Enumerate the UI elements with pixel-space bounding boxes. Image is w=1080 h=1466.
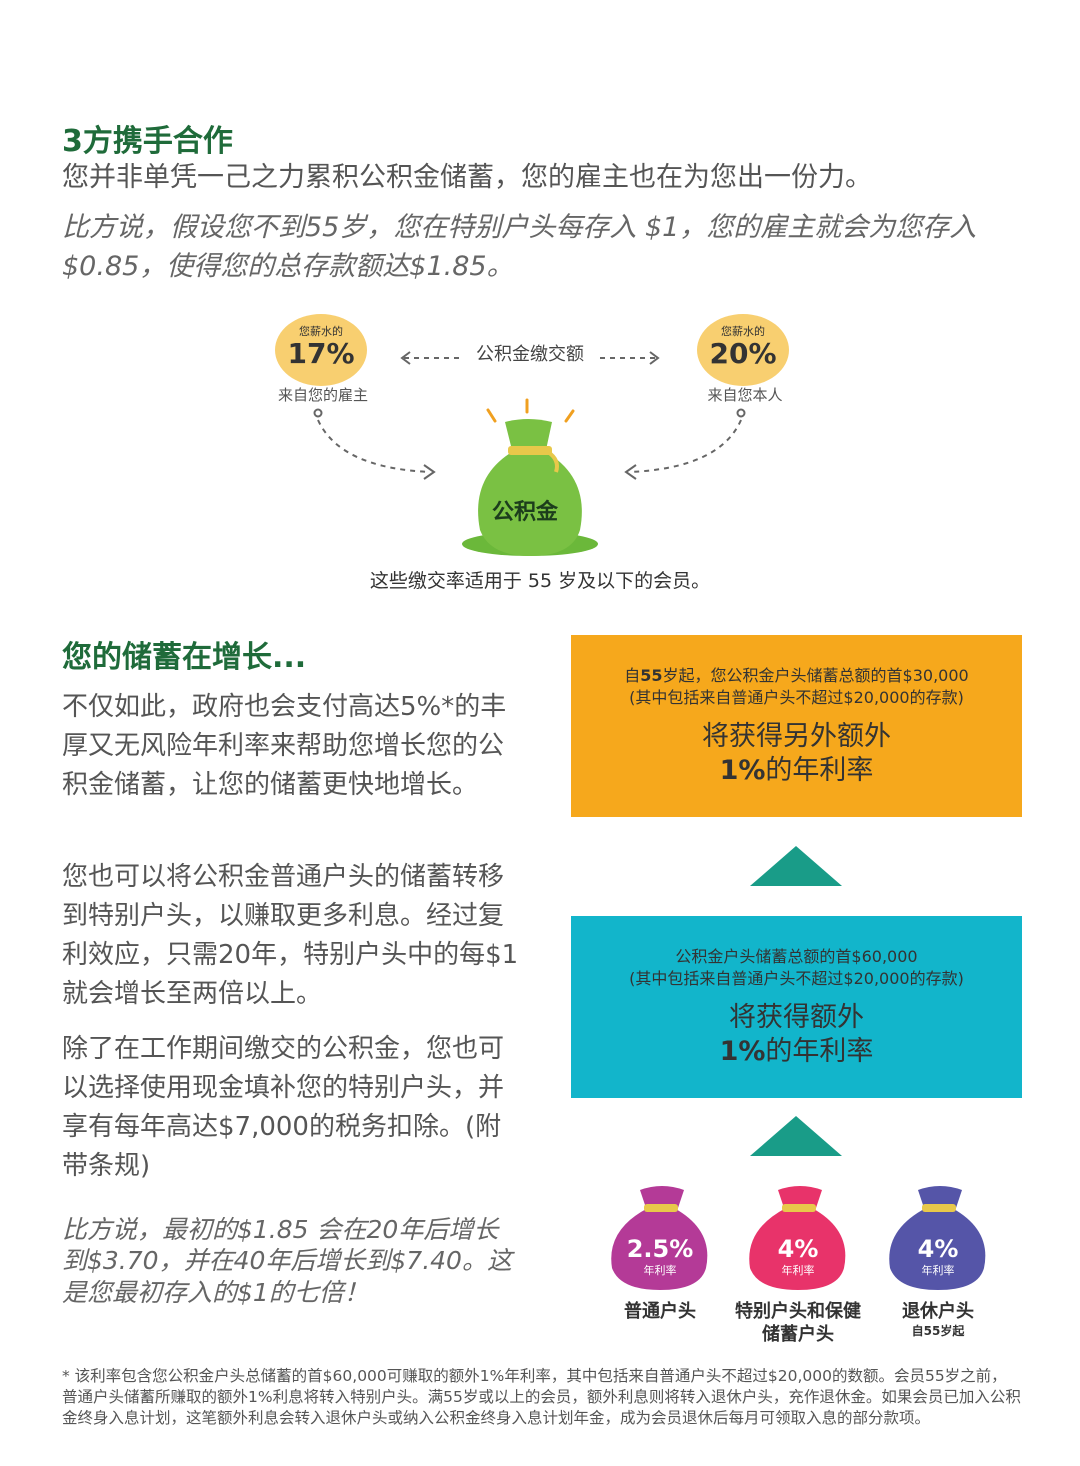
retirement-account-sub: 自55岁起 [911, 1324, 965, 1338]
employer-rate-value: 17% [287, 337, 355, 370]
growth-paragraph-1: 不仅如此，政府也会支付高达5%*的丰厚又无风险年利率来帮助您增长您的公积金储蓄，… [62, 692, 507, 800]
age-note: 这些缴交率适用于 55 岁及以下的会员。 [369, 570, 711, 592]
box-cyan-big2: 1%的年利率 [719, 1035, 874, 1067]
growth-paragraph-2: 您也可以将公积金普通户头的储蓄转移到特别户头，以赚取更多利息。经过复利效应，只需… [62, 862, 519, 1009]
cpf-bag-label: 公积金 [491, 500, 558, 525]
section-body-cooperation: 您并非单凭一己之力累积公积金储蓄，您的雇主也在为您出一份力。 [62, 162, 872, 193]
retirement-account-bag-icon [889, 1186, 986, 1290]
employer-label: 来自您的雇主 [277, 386, 368, 404]
ordinary-rate-label: 年利率 [643, 1264, 677, 1278]
sparkle-icon [486, 398, 575, 423]
growth-example: 比方说，最初的$1.85 会在20年后增长到$3.70，并在40年后增长到$7.… [62, 1215, 512, 1307]
special-account-bag-icon [749, 1186, 846, 1290]
extra-interest-55-box: 自55岁起，您公积金户头储蓄总额的首$30,000 (其中包括来自普通户头不超过… [571, 635, 1022, 817]
special-rate: 4% 年利率 [750, 1236, 846, 1278]
growth-paragraph-3: 除了在工作期间缴交的公积金，您也可以选择使用现金填补您的特别户头，并享有每年高达… [62, 1034, 505, 1181]
up-triangle-icon [750, 846, 842, 886]
box-orange-line1: 自55岁起，您公积金户头储蓄总额的首$30,000 [624, 666, 969, 685]
arrow-self-to-bag [624, 408, 746, 480]
arrow-employer-to-bag [313, 408, 436, 480]
employer-rate-caption: 您薪水的 [299, 325, 343, 338]
ordinary-rate: 2.5% 年利率 [612, 1236, 708, 1278]
box-cyan-line1: 公积金户头储蓄总额的首$60,000 [675, 947, 918, 966]
ordinary-rate-value: 2.5% [626, 1235, 694, 1263]
footnote: * 该利率包含您公积金户头总储蓄的首$60,000可赚取的额外1%年利率，其中包… [62, 1367, 1021, 1427]
self-rate-circle: 您薪水的 20% [697, 314, 789, 386]
example-text-cooperation: 比方说，假设您不到55岁，您在特别户头每存入 $1，您的雇主就会为您存入$0.8… [62, 212, 977, 283]
up-triangle-icon [750, 1116, 842, 1156]
cpf-bag-icon [462, 419, 598, 556]
contribution-arrow [400, 351, 660, 365]
self-label: 来自您本人 [707, 386, 783, 404]
special-rate-value: 4% [777, 1235, 819, 1263]
retirement-rate-label: 年利率 [921, 1264, 955, 1278]
retirement-rate-value: 4% [917, 1235, 959, 1263]
special-rate-label: 年利率 [781, 1264, 815, 1278]
section-title-growth: 您的储蓄在增长... [62, 640, 307, 675]
section-title-cooperation: 3方携手合作 [62, 124, 233, 159]
box-cyan-big1: 将获得额外 [729, 1002, 864, 1034]
special-account-name: 特别户头和保健储蓄户头 [735, 1301, 861, 1346]
self-rate-caption: 您薪水的 [721, 325, 765, 338]
box-cyan-line2: (其中包括来自普通户头不超过$20,000的存款) [629, 968, 964, 988]
ordinary-account-name: 普通户头 [624, 1301, 696, 1322]
self-rate-value: 20% [709, 337, 777, 370]
extra-interest-box: 公积金户头储蓄总额的首$60,000 (其中包括来自普通户头不超过$20,000… [571, 916, 1022, 1098]
box-orange-big2: 1%的年利率 [719, 754, 874, 786]
retirement-account-name: 退休户头 [902, 1301, 974, 1322]
employer-rate-circle: 您薪水的 17% [275, 314, 367, 386]
retirement-rate: 4% 年利率 [890, 1236, 986, 1278]
box-orange-line2: (其中包括来自普通户头不超过$20,000的存款) [629, 687, 964, 707]
ordinary-account-bag-icon [611, 1186, 708, 1290]
box-orange-big1: 将获得另外额外 [702, 721, 891, 753]
contribution-label: 公积金缴交额 [476, 344, 584, 365]
